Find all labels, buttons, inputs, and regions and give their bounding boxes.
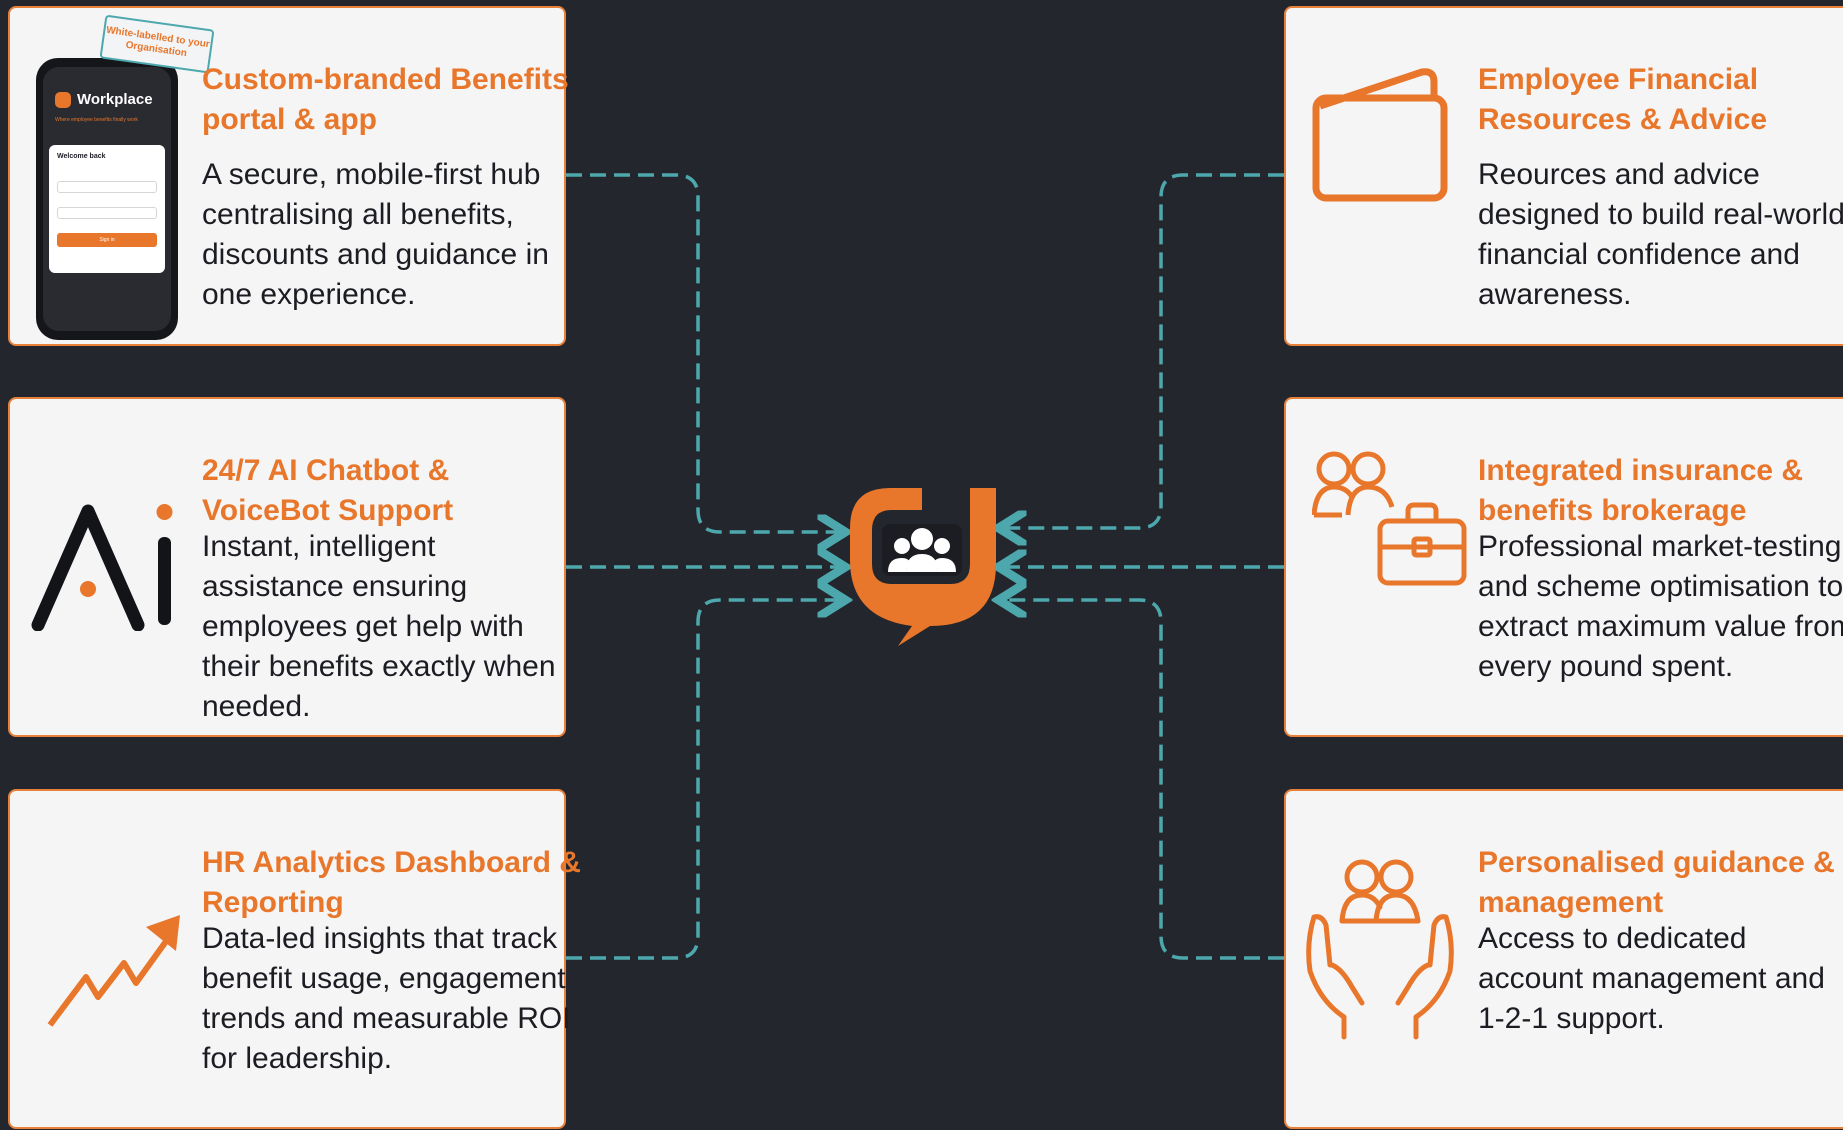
phone-tagline: Where employee benefits finally work: [55, 117, 138, 123]
card-ai-chatbot: 24/7 AI Chatbot & VoiceBot Support Insta…: [8, 397, 566, 737]
group-chat-logo-icon: [850, 488, 996, 646]
trend-arrow-icon: [46, 911, 196, 1031]
card-title: Employee Financial Resources & Advice: [1478, 63, 1768, 136]
card-title: HR Analytics Dashboard & Reporting: [202, 846, 581, 919]
connector-bottom-left: [566, 600, 842, 960]
card-title: Integrated insurance & benefits brokerag…: [1478, 454, 1804, 527]
card-title: 24/7 AI Chatbot & VoiceBot Support: [202, 454, 454, 527]
card-custom-branded: Workplace Where employee benefits finall…: [8, 6, 569, 346]
wallet-icon: [1310, 66, 1450, 206]
phone-brand: Workplace: [55, 91, 153, 108]
phone-mockup-icon: Workplace Where employee benefits finall…: [36, 58, 178, 340]
phone-signin-button: Sign in: [57, 233, 157, 247]
card-description: A secure, mobile-first hub centralising …: [202, 158, 549, 311]
hands-people-icon: [1300, 853, 1460, 1043]
phone-welcome: Welcome back: [57, 153, 106, 160]
phone-email-field: [57, 181, 157, 193]
card-description: Instant, intelligent assistance ensuring…: [202, 530, 556, 723]
phone-login-form: Welcome back Sign in: [49, 145, 165, 273]
connector-bottom-right: [1002, 600, 1284, 960]
phone-password-field: [57, 207, 157, 219]
card-description: Access to dedicated account management a…: [1478, 922, 1825, 1035]
connector-top-left: [566, 173, 842, 532]
card-financial-resources: Employee Financial Resources & Advice Re…: [1284, 6, 1843, 346]
phone-screen: Workplace Where employee benefits finall…: [43, 67, 171, 331]
ai-icon: [30, 501, 190, 631]
card-insurance-brokerage: Integrated insurance & benefits brokerag…: [1284, 397, 1843, 737]
hub-logo: [850, 486, 996, 648]
card-description: Professional market-testing and scheme o…: [1478, 530, 1843, 683]
connector-top-right: [1002, 173, 1284, 528]
card-title: Personalised guidance & management: [1478, 846, 1835, 919]
card-description: Data-led insights that track benefit usa…: [202, 922, 571, 1075]
phone-logo-icon: [55, 91, 71, 108]
card-description: Reources and advice designed to build re…: [1478, 158, 1843, 311]
card-hr-analytics: HR Analytics Dashboard & Reporting Data-…: [8, 789, 581, 1129]
people-briefcase-icon: [1312, 451, 1472, 601]
card-personalised-guidance: Personalised guidance & management Acces…: [1284, 789, 1843, 1129]
phone-brand-name: Workplace: [77, 91, 153, 108]
card-title: Custom-branded Benefits portal & app: [202, 63, 569, 136]
